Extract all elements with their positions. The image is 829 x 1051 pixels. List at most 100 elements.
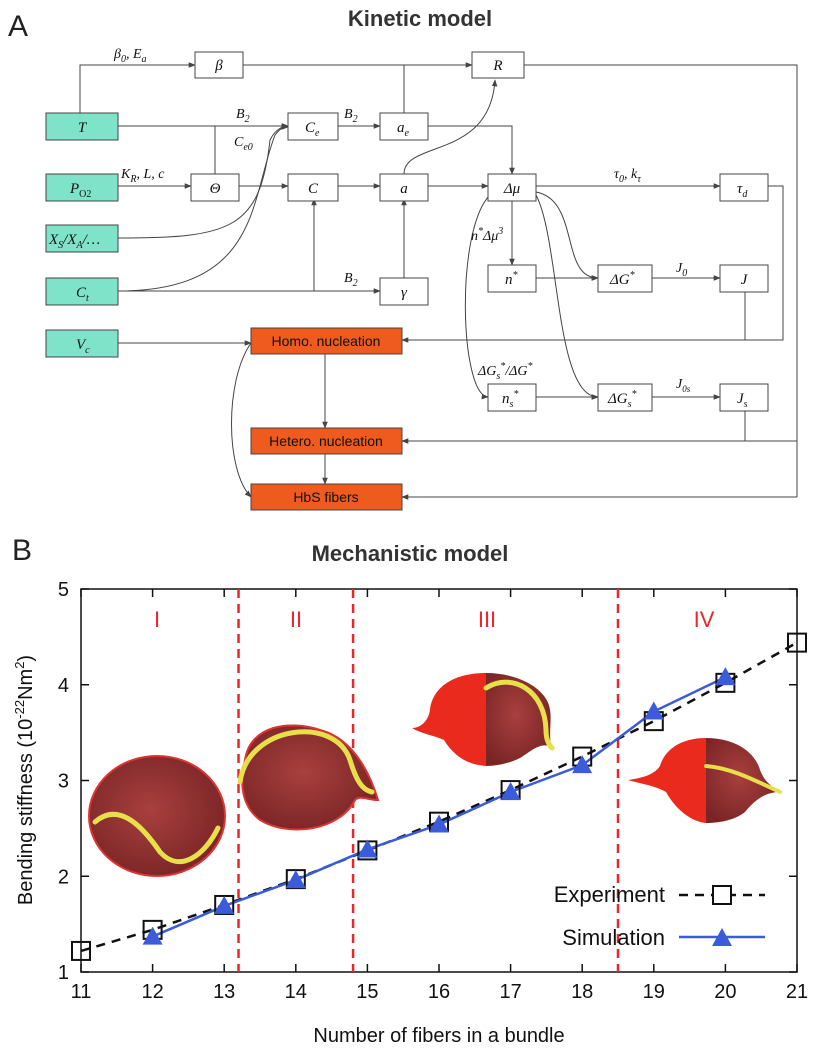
simulation-point xyxy=(715,667,736,686)
label-tau0-main: τ xyxy=(614,167,620,182)
region-boundaries xyxy=(237,589,620,972)
edge-t-beta xyxy=(79,62,196,113)
node-ce-sub: e xyxy=(315,128,320,139)
simulation-point xyxy=(357,839,378,858)
label-nstar-dmu-rest: Δμ xyxy=(482,229,498,244)
label-j0s-sub: 0s xyxy=(682,384,691,394)
node-beta-label: β xyxy=(214,58,223,74)
node-dmu xyxy=(487,173,537,202)
cell-image-3 xyxy=(412,673,555,766)
simulation-point xyxy=(285,870,306,889)
node-xs-mid: /X xyxy=(62,232,77,248)
region-label-i: I xyxy=(154,607,160,632)
node-po2 xyxy=(45,173,119,202)
node-po2-label: PO2 xyxy=(69,181,91,200)
label-b2-top-main: B xyxy=(236,107,245,122)
simulation-point xyxy=(142,926,163,945)
node-dgs-sup: * xyxy=(632,389,637,400)
node-ce xyxy=(287,112,339,141)
panel-b-title: Mechanistic model xyxy=(312,541,509,566)
label-dgs-ratio-sub: s xyxy=(496,371,500,382)
label-b2-mid-sub: 2 xyxy=(353,114,358,125)
legend-simulation-marker xyxy=(712,928,732,946)
node-ce-main: C xyxy=(305,120,316,136)
label-nstar-dmu-sup: * xyxy=(478,226,483,237)
node-hbs-fibers-label: HbS fibers xyxy=(293,489,358,505)
label-b2-top-sub: 2 xyxy=(245,114,250,125)
label-j0s: J0s xyxy=(676,377,691,394)
node-js-main: J xyxy=(737,391,745,407)
y-tick-label: 2 xyxy=(58,866,69,888)
edge-ct-ce xyxy=(117,124,289,292)
experiment-point xyxy=(787,632,807,653)
region-label-iv: IV xyxy=(694,607,715,632)
label-dgs-ratio-rest: /ΔG xyxy=(504,364,527,379)
x-tick-label: 16 xyxy=(428,981,450,1003)
node-dgs-main: ΔG xyxy=(607,391,628,407)
node-hbs-fibers xyxy=(250,483,403,511)
label-j0: J0 xyxy=(676,261,687,279)
label-dgs-ratio-sup2: * xyxy=(527,361,532,372)
node-vc-label: Vc xyxy=(76,337,90,356)
label-beta0-ea: β0, Ea xyxy=(113,47,147,65)
node-nsstar-sup: * xyxy=(513,389,518,400)
label-b2-mid: B2 xyxy=(344,107,358,125)
node-ae-label: ae xyxy=(397,120,410,139)
panel-a: A Kinetic model xyxy=(8,6,798,511)
node-c-label: C xyxy=(308,181,319,197)
node-dg-label: ΔG* xyxy=(609,270,635,288)
legend-experiment-label: Experiment xyxy=(554,882,665,907)
node-xs-a: A xyxy=(76,240,84,251)
node-js xyxy=(719,383,769,412)
node-hetero-nucleation-label: Hetero. nucleation xyxy=(269,433,383,449)
edge-homo-fibers xyxy=(231,342,252,498)
label-b2-top: B2 xyxy=(236,107,250,125)
series-line-experiment xyxy=(80,641,798,953)
x-tick-label: 13 xyxy=(213,981,235,1003)
x-tick-label: 21 xyxy=(786,981,808,1003)
node-nsstar-main: n xyxy=(502,391,510,407)
edge-labels: β0, Ea B2 Ce0 B2 KR, L, c τ0, kτ n*Δμ3 J… xyxy=(113,47,691,394)
node-tau-main: τ xyxy=(737,181,743,197)
node-ct-main: C xyxy=(76,285,87,301)
node-t-label: T xyxy=(78,120,88,136)
node-js-sub: s xyxy=(744,399,748,410)
node-dg-sup: * xyxy=(630,270,635,281)
x-tick-label: 14 xyxy=(285,981,307,1003)
x-tick-label: 17 xyxy=(499,981,521,1003)
x-tick-label: 11 xyxy=(71,981,92,1003)
node-vc xyxy=(45,329,119,358)
node-nstar-main: n xyxy=(505,272,513,288)
panel-b-letter: B xyxy=(12,534,32,567)
label-b2-low-main: B xyxy=(344,271,353,286)
node-a-label: a xyxy=(400,181,408,197)
node-xs-s: S xyxy=(58,240,63,251)
edge-dmu-dgs xyxy=(535,194,599,400)
experiment-point xyxy=(71,940,91,961)
edge-xs-ce xyxy=(117,123,289,239)
process-nodes: Homo. nucleation Hetero. nucleation HbS … xyxy=(250,327,403,511)
x-tick-label: 19 xyxy=(643,981,665,1003)
node-a xyxy=(379,173,429,202)
cell-image-1 xyxy=(88,755,226,877)
edge-tau-homo xyxy=(401,185,784,343)
simulation-point xyxy=(429,814,449,833)
edges xyxy=(79,62,798,500)
node-ce-label: Ce xyxy=(305,120,320,139)
label-b2-low: B2 xyxy=(344,271,358,289)
edge-dmu-dg xyxy=(535,191,599,281)
label-ce0-main: C xyxy=(234,135,244,150)
y-tick-label: 5 xyxy=(58,579,69,601)
label-beta0-rest: , E xyxy=(126,47,142,62)
node-vc-sub: c xyxy=(85,345,90,356)
label-j0s-main: J xyxy=(676,377,683,392)
node-dg xyxy=(597,264,653,293)
label-kr-main: K xyxy=(120,167,131,182)
edge-r-right xyxy=(524,64,798,497)
node-vc-main: V xyxy=(76,337,87,353)
node-tau-label: τd xyxy=(737,181,748,200)
intermediate-nodes: β R Ce ae Θ C a Δμ τd γ n* ΔG* J xyxy=(190,51,769,412)
node-gamma xyxy=(379,277,429,306)
input-nodes: T PO2 XS/XA/… Ct Vc xyxy=(45,112,119,358)
